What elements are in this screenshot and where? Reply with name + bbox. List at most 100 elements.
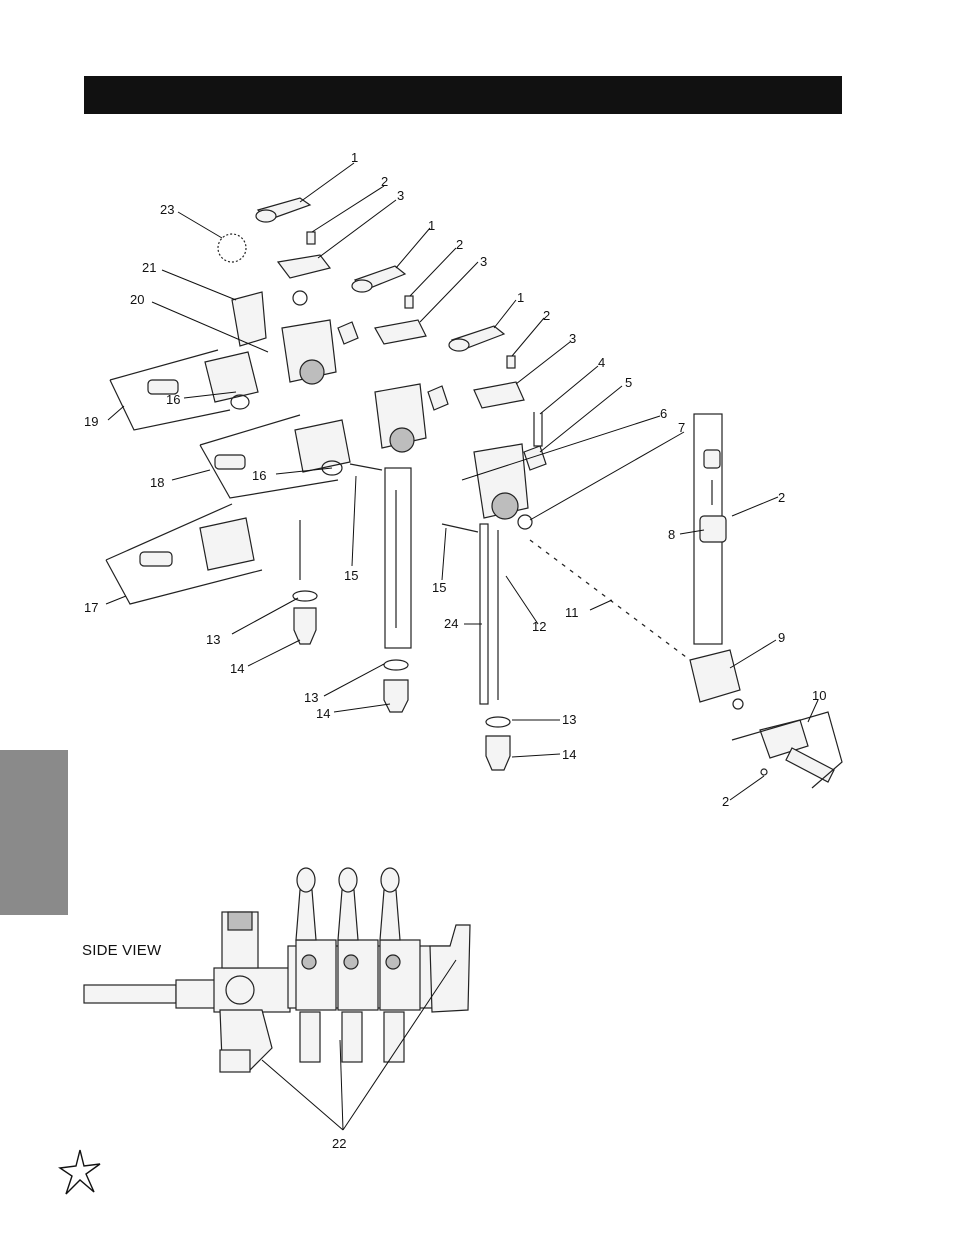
handle-knob [448,338,470,352]
cover-plate [473,381,525,409]
callout-2: 2 [778,490,785,505]
callout-14: 14 [230,661,244,676]
regulator-knob [227,911,253,931]
group-bracket-18 [199,414,339,499]
valve-handle-3 [379,889,401,941]
retaining-clip [533,412,543,447]
side-view-label: SIDE VIEW [82,942,162,959]
callout-13: 13 [562,712,576,727]
callout-4: 4 [598,355,605,370]
valve-section-rear [147,197,359,410]
callout-labels: 1 2 3 23 1 2 3 21 1 20 2 3 4 5 16 19 6 7… [84,150,826,1151]
valve-section-front [139,325,547,771]
handle-knob [255,209,277,223]
valve-knob-3 [385,954,401,970]
callout-2: 2 [456,237,463,252]
inlet-fitting [175,979,217,1009]
callout-11: 11 [565,605,579,620]
leader-lines [105,162,819,801]
group-bracket-19 [109,349,231,431]
filter-screen [217,233,247,263]
handle-grip-2 [338,867,358,893]
gauge-port [225,975,255,1005]
callout-1: 1 [351,150,358,165]
cover-plate [374,319,427,345]
callout-12: 12 [532,619,546,634]
seal-ring [292,290,308,306]
valve-section-2 [337,939,379,1011]
callout-2: 2 [381,174,388,189]
valve-knob-2 [343,954,359,970]
callout-3: 3 [569,331,576,346]
callout-16: 16 [252,468,266,483]
section-tab [0,750,68,915]
callout-10: 10 [812,688,826,703]
o-ring [485,716,511,728]
exploded-axis [529,539,691,661]
screw [760,768,768,776]
callout-8: 8 [668,527,675,542]
side-nut [337,321,359,345]
callout-7: 7 [678,420,685,435]
callout-15: 15 [344,568,358,583]
handle-grip-3 [380,867,400,893]
regulator-body [689,649,741,703]
outlet-barb-2 [341,1011,363,1063]
callout-2: 2 [722,794,729,809]
callout-1: 1 [428,218,435,233]
clip-wire [349,463,383,471]
valve-section-1 [295,939,337,1011]
callout-3: 3 [397,188,404,203]
inlet-hose [83,984,177,1004]
inlet-group-bracket [731,711,843,789]
callout-13: 13 [304,690,318,705]
o-ring [383,659,409,671]
callout-14: 14 [316,706,330,721]
bracket-rail [479,523,489,705]
hose-barb-inlet [785,747,835,783]
elbow-barb [219,1049,251,1073]
cover-plate [276,254,332,279]
callout-16: 16 [166,392,180,407]
screw [506,355,516,369]
bracket-rail [384,467,412,649]
callout-23: 23 [160,202,174,217]
coupling-fitting [204,351,259,403]
callout-1: 1 [517,290,524,305]
handle-grip-1 [296,867,316,893]
screw [404,295,414,309]
cap [703,449,721,469]
callout-15: 15 [432,580,446,595]
callout-6: 6 [660,406,667,421]
o-ring [517,514,533,530]
callout-17: 17 [84,600,98,615]
o-rings [321,460,343,476]
callout-5: 5 [625,375,632,390]
callout-9: 9 [778,630,785,645]
callout-21: 21 [142,260,156,275]
relief-housing [231,291,267,347]
callout-2: 2 [543,308,550,323]
star-logo-icon [58,1149,101,1195]
callout-20: 20 [130,292,144,307]
callout-19: 19 [84,414,98,429]
valve-handle-1 [295,889,317,941]
hose-barb [485,735,511,771]
callout-13: 13 [206,632,220,647]
callout-3: 3 [480,254,487,269]
outlet-barb-3 [383,1011,405,1063]
pressure-assembly [529,413,843,789]
coupling-fitting [294,419,351,473]
callout-22: 22 [332,1136,346,1151]
adjust-knob [139,551,173,567]
valve-port [491,492,519,520]
screw [306,231,316,245]
gauge-housing [699,515,727,543]
group-bracket-17 [105,503,263,605]
valve-body [374,383,427,449]
clip-wire [441,523,479,533]
valve-knob-1 [301,954,317,970]
side-view-assembly [83,867,471,1131]
outlet-barb-1 [299,1011,321,1063]
